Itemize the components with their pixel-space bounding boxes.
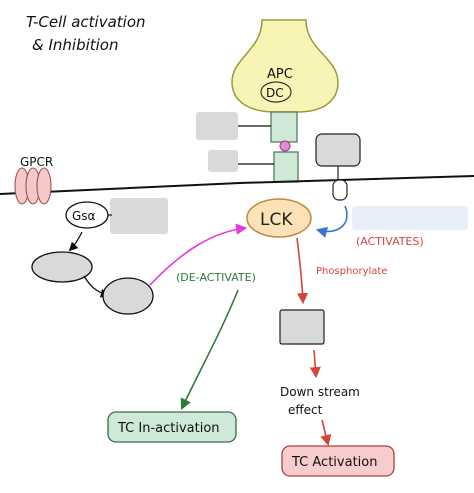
- outcome-inactivation: TC In-activation: [107, 411, 237, 443]
- title-line-1: T-Cell activation: [26, 13, 146, 31]
- activates-label: (ACTIVATES): [356, 235, 424, 248]
- mhc-tcr-complex: [270, 111, 299, 183]
- activation-box: [281, 445, 395, 477]
- gsa-protein: Gsα: [65, 201, 112, 229]
- diagram-title: T-Cell activation & Inhibition: [26, 13, 146, 54]
- lck-oval: [246, 198, 312, 238]
- inactivation-label: TC In-activation: [117, 421, 220, 436]
- blank-box-substrate: [279, 309, 325, 345]
- phosphorylate-path: Phosphorylate Down stream effect: [279, 237, 388, 447]
- apc-shape: [231, 19, 339, 113]
- inactivation-box: [107, 411, 237, 443]
- tcr-receptor: [273, 151, 299, 183]
- blue-arrow: [315, 205, 348, 238]
- blank-box-coreceptor: [315, 133, 361, 167]
- red-arrow-2: [309, 349, 321, 379]
- coreceptor-body: [332, 179, 348, 201]
- deactivate-label: (DE-ACTIVATE): [176, 271, 256, 284]
- downstream-line-1: Down stream: [280, 385, 360, 399]
- green-arrow: [180, 289, 239, 411]
- blank-box-tcr: [208, 150, 238, 172]
- mhc-stem: [270, 111, 298, 143]
- cascade-node-2: [102, 277, 154, 315]
- apc-dc-circle: [260, 81, 292, 103]
- gsa-label: Gsα: [72, 209, 96, 223]
- deactivate-arrow: (DE-ACTIVATE): [149, 223, 256, 286]
- cascade-node-1: [31, 251, 93, 283]
- blank-box-gsa: [110, 198, 168, 234]
- red-arrow-1: [296, 237, 309, 305]
- lck-kinase: LCK: [246, 198, 312, 238]
- cascade-arrow-1: [68, 231, 83, 252]
- coreceptor: [332, 166, 348, 201]
- gpcr-helix-3: [36, 167, 52, 205]
- blank-box-mhc: [196, 112, 238, 140]
- phosphorylate-label: Phosphorylate: [316, 266, 388, 277]
- title-line-2: & Inhibition: [32, 36, 119, 54]
- cell-membrane: [0, 175, 474, 195]
- activation-label: TC Activation: [291, 455, 377, 470]
- apc-sublabel: DC: [266, 86, 284, 100]
- blank-box-blue: [352, 206, 468, 230]
- magenta-arrow: [149, 223, 248, 286]
- apc-label: APC: [267, 67, 293, 82]
- apc-cell: APC DC: [231, 19, 339, 113]
- peptide-antigen: [279, 140, 291, 152]
- downstream-line-2: effect: [288, 403, 323, 417]
- cascade: [31, 231, 154, 315]
- activates-arrow: (ACTIVATES): [315, 205, 424, 248]
- blank-labels: [110, 112, 468, 234]
- lck-label: LCK: [260, 210, 293, 230]
- gpcr-label: GPCR: [20, 155, 53, 169]
- red-arrow-3: [320, 419, 332, 447]
- gpcr: GPCR: [14, 155, 53, 205]
- outcome-activation: TC Activation: [281, 445, 395, 477]
